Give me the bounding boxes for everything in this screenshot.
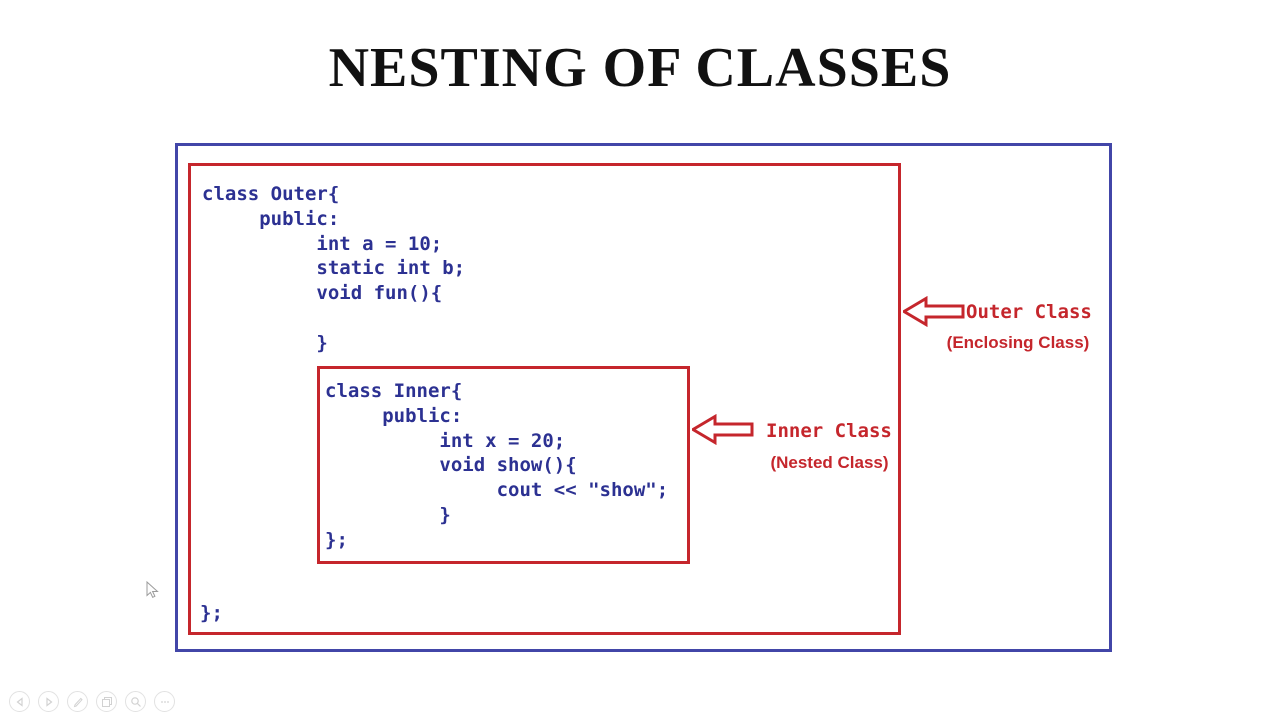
zoom-button[interactable]: [125, 691, 146, 712]
inner-class-code: class Inner{ public: int x = 20; void sh…: [325, 380, 669, 551]
copy-button[interactable]: [96, 691, 117, 712]
outer-class-box: [188, 163, 901, 635]
inner-class-arrow-icon: [692, 414, 754, 445]
annotation-toolbar: [9, 691, 175, 712]
play-button[interactable]: [38, 691, 59, 712]
more-icon: [160, 700, 169, 703]
zoom-icon: [130, 696, 141, 707]
outer-class-sublabel: (Enclosing Class): [946, 333, 1090, 352]
page-title: NESTING OF CLASSES: [328, 37, 952, 99]
outer-class-arrow-icon: [903, 296, 965, 327]
inner-class-label: Inner Class: [766, 420, 892, 442]
pen-button[interactable]: [67, 691, 88, 712]
previous-icon: [16, 696, 23, 707]
outer-class-label: Outer Class: [966, 301, 1092, 323]
outer-class-code: class Outer{ public: int a = 10; static …: [202, 183, 466, 354]
mouse-cursor-icon: [146, 581, 159, 598]
inner-class-box: [317, 366, 690, 564]
outer-class-closing-brace: };: [200, 602, 223, 624]
previous-button[interactable]: [9, 691, 30, 712]
more-button[interactable]: [154, 691, 175, 712]
play-icon: [45, 696, 52, 707]
pen-icon: [73, 697, 83, 707]
inner-class-sublabel: (Nested Class): [770, 453, 889, 472]
copy-icon: [101, 696, 112, 707]
outer-boundary-box: [175, 143, 1112, 652]
